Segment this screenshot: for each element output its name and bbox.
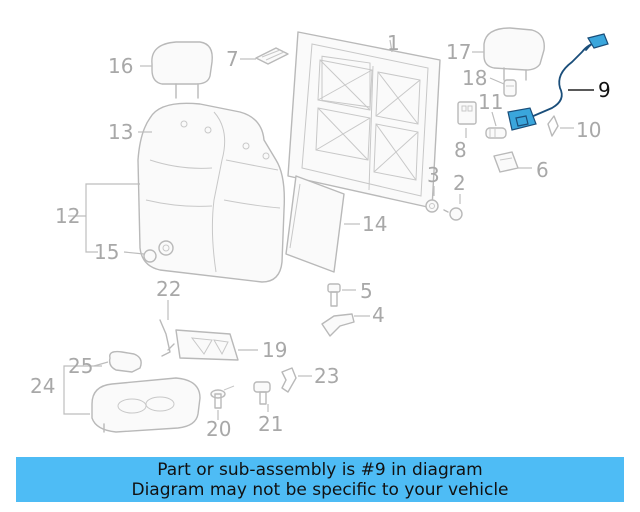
part-7-clip [255,47,289,65]
callout-6: 6 [536,158,549,182]
callout-5: 5 [360,279,373,303]
callout-3: 3 [427,163,440,187]
callout-14: 14 [362,212,387,236]
part-1-seatback-frame [287,31,441,209]
part-25-cupholder-insert [108,350,142,373]
part-2-bolt [443,207,463,221]
callout-23: 23 [314,364,339,388]
exploded-parts-diagram: 1 16 7 13 12 15 [30,27,611,441]
part-10-clip [547,115,559,137]
callout-21: 21 [258,412,283,436]
info-banner: Part or sub-assembly is #9 in diagram Di… [16,457,624,502]
callout-1: 1 [387,31,400,55]
callout-12: 12 [55,204,80,228]
callout-9: 9 [598,78,611,102]
callout-15: 15 [94,240,119,264]
callout-20: 20 [206,417,231,441]
callout-24: 24 [30,374,55,398]
callout-7: 7 [226,47,239,71]
banner-line-2: Diagram may not be specific to your vehi… [131,479,509,500]
part-16-headrest-left [151,41,213,99]
callout-13: 13 [108,120,133,144]
part-6-latch-cover [493,151,519,173]
part-11-bolt [485,127,507,139]
part-21-bolt [253,381,271,405]
part-9-release-cable [507,33,609,131]
part-3-bolt [425,199,439,213]
callout-8: 8 [454,138,467,162]
callout-19: 19 [262,338,287,362]
part-23-clip [281,367,297,393]
callout-22: 22 [156,277,181,301]
callout-11: 11 [478,90,503,114]
part-14-pad [285,175,345,273]
callout-4: 4 [372,303,385,327]
callout-17: 17 [446,40,471,64]
part-22-bracket [159,319,171,357]
banner-line-1: Part or sub-assembly is #9 in diagram [157,459,483,480]
callout-16: 16 [108,54,133,78]
callout-10: 10 [576,118,601,142]
part-19-hinge-bracket [167,329,239,361]
part-18-guide [503,79,517,97]
callout-25: 25 [68,354,93,378]
part-13-seatback-cover [137,102,286,283]
part-5-bolt [327,283,341,307]
part-24-armrest [91,377,201,433]
part-4-bracket [321,313,355,337]
callout-2: 2 [453,171,466,195]
part-17-headrest-right [483,27,545,81]
part-15-grommet [143,240,174,263]
callout-18: 18 [462,66,487,90]
part-20-bolt [210,385,235,409]
part-8-bracket [457,101,477,125]
